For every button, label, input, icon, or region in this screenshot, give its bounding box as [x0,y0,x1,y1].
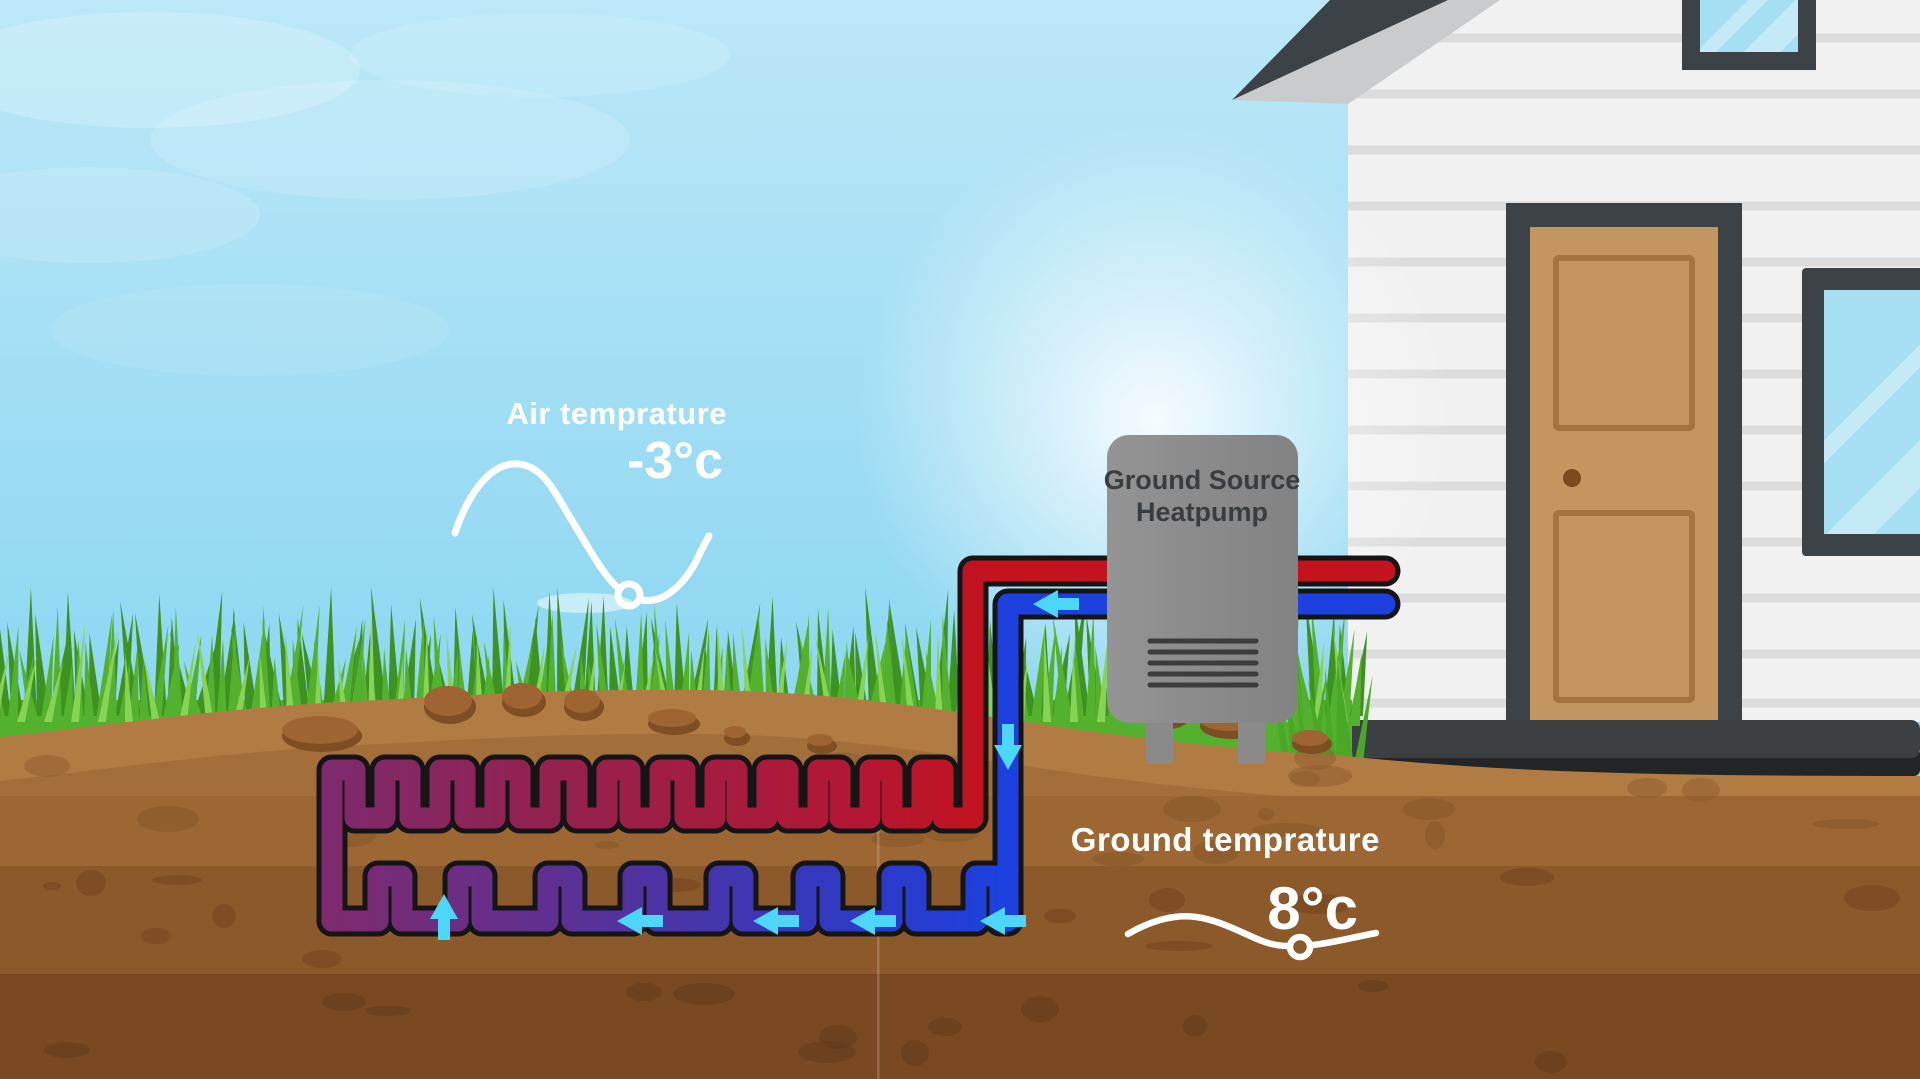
heat-pump-leg [1238,712,1265,764]
ground-temperature-label: Ground temprature [1071,821,1380,858]
door-panel-bottom [1553,510,1695,703]
grass-tuft-house [1272,652,1373,764]
roof [1232,0,1448,100]
wave-marker-ring [1286,933,1314,961]
ground-temperature-wave [1124,913,1380,961]
heat-pump-label-line1: Ground Source [1104,465,1301,495]
heat-pump-leg [1146,712,1173,764]
heat-pump-vents [1147,638,1259,688]
heat-pump-label-line2: Heatpump [1136,497,1268,527]
air-temperature-label: Air temprature [506,396,727,431]
door-panel-top [1553,255,1695,431]
clouds [0,12,730,613]
heat-pump-unit: Ground Source Heatpump [1104,435,1301,764]
roof-fascia [1232,0,1500,104]
air-temperature-wave [451,460,713,610]
ground-temperature-value: 8°c [1267,875,1358,942]
window-right [1802,268,1920,556]
wave-marker-ring [614,580,644,610]
door-knob [1563,469,1581,487]
soil-seam-line [877,808,880,1079]
air-temperature-annotation: Air temprature -3°c [451,396,727,610]
ground-temperature-annotation: Ground temprature 8°c [1071,821,1380,961]
door-slab [1530,227,1718,722]
front-door [1506,203,1742,722]
window-top [1682,0,1816,70]
air-temperature-value: -3°c [627,432,723,490]
